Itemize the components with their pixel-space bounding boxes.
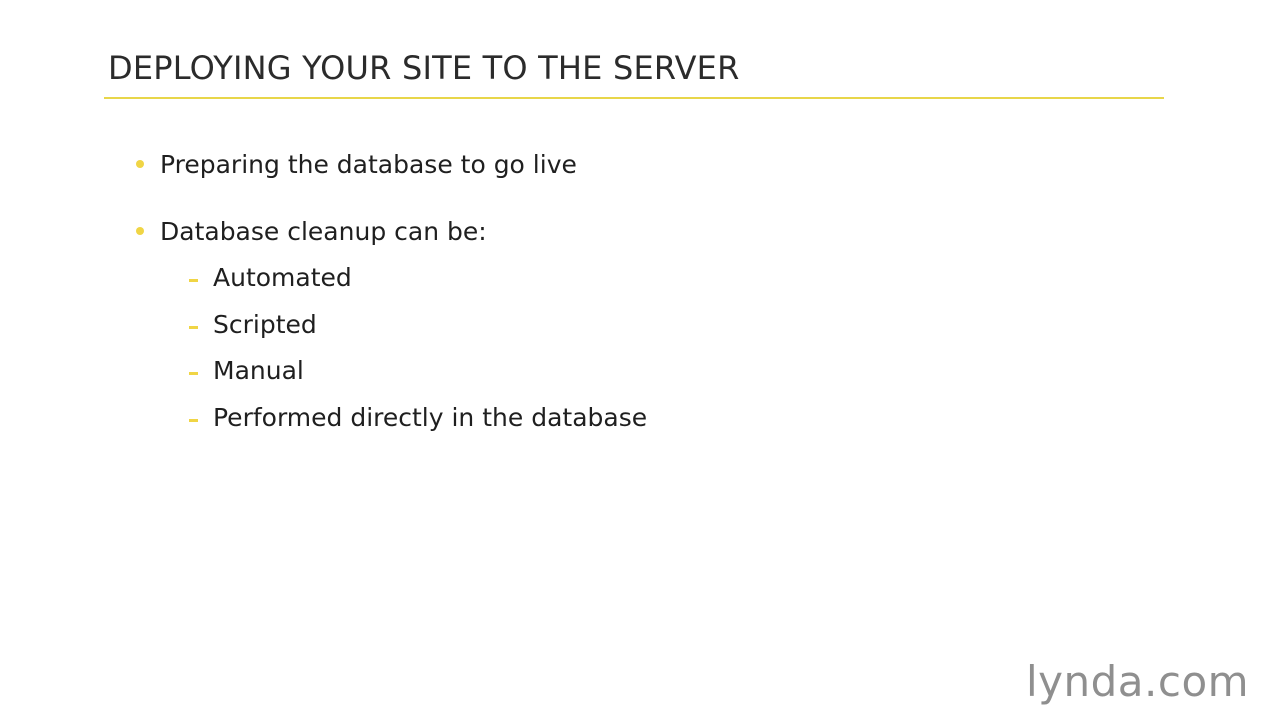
bullet-item: Database cleanup can be:: [136, 213, 487, 249]
sub-bullet-text: Manual: [213, 355, 304, 385]
lynda-logo: lynda.com: [1026, 657, 1250, 706]
sub-bullet-item: Performed directly in the database: [189, 399, 647, 435]
bullet-dot-icon: [136, 227, 144, 235]
dash-icon: [189, 278, 198, 282]
sub-bullet-item: Automated: [189, 259, 352, 295]
bullet-item: Preparing the database to go live: [136, 146, 577, 182]
dash-icon: [189, 371, 198, 375]
dash-icon: [189, 325, 198, 329]
slide-title: DEPLOYING YOUR SITE TO THE SERVER: [108, 49, 740, 87]
sub-bullet-item: Scripted: [189, 306, 317, 342]
bullet-text: Preparing the database to go live: [160, 149, 577, 179]
bullet-dot-icon: [136, 160, 144, 168]
bullet-text: Database cleanup can be:: [160, 216, 487, 246]
sub-bullet-text: Automated: [213, 262, 352, 292]
sub-bullet-text: Scripted: [213, 309, 317, 339]
sub-bullet-text: Performed directly in the database: [213, 402, 648, 432]
title-underline: [104, 97, 1164, 99]
dash-icon: [189, 418, 198, 422]
sub-bullet-item: Manual: [189, 352, 304, 388]
